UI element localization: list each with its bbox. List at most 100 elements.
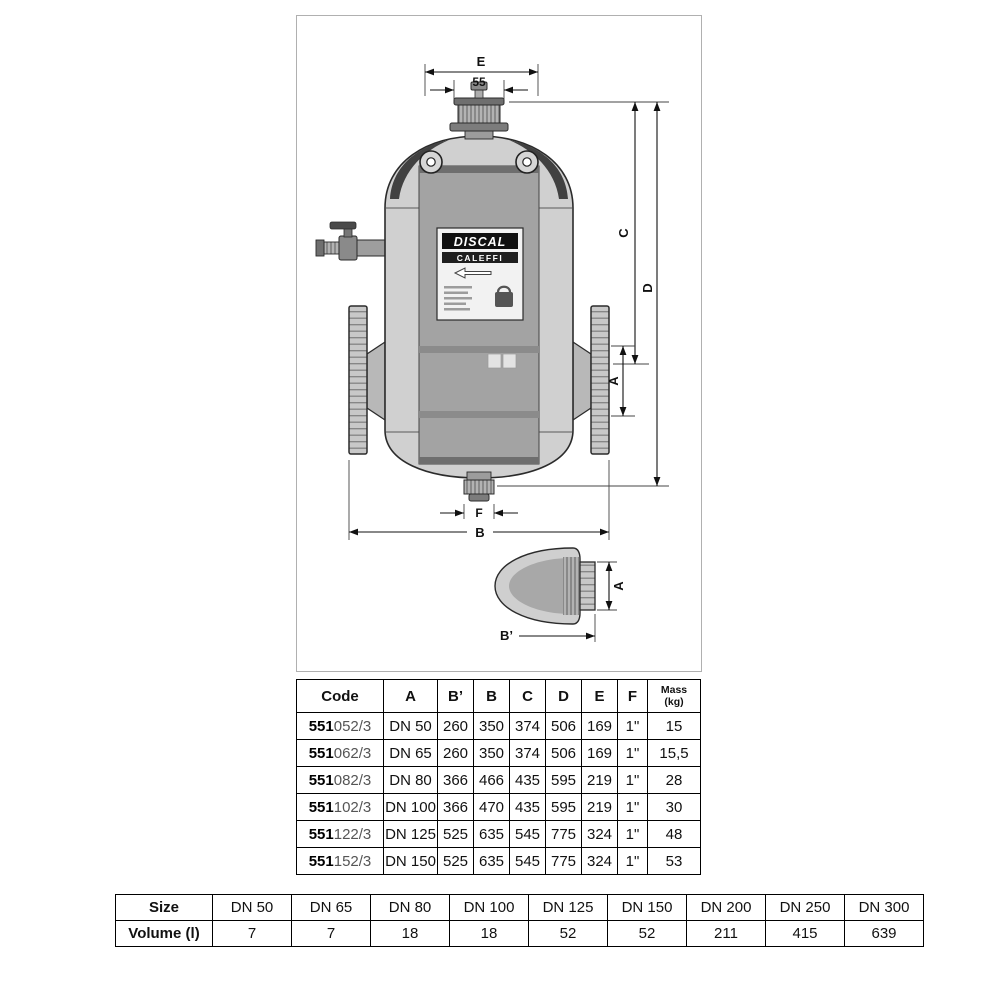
- size-cell: DN 80: [370, 894, 450, 921]
- dim-label-55: 55: [472, 75, 486, 89]
- size-cell: DN 250: [765, 894, 845, 921]
- cell-b: 350: [473, 712, 510, 740]
- cell-e: 219: [581, 766, 618, 794]
- dim-table-row: 551102/3 DN 100 366 470 435 595 219 1" 3…: [296, 793, 701, 821]
- col-header-b: B: [473, 679, 510, 713]
- size-cell: DN 200: [686, 894, 766, 921]
- spec-label-right: [502, 353, 517, 369]
- col-header-b-prime: B’: [437, 679, 474, 713]
- code-suffix: 062/3: [333, 744, 372, 762]
- cell-e: 324: [581, 847, 618, 875]
- cell-a: DN 150: [383, 847, 438, 875]
- code-suffix: 102/3: [333, 798, 372, 816]
- col-header-c: C: [509, 679, 546, 713]
- volume-cell: 52: [607, 920, 687, 947]
- volume-cell: 18: [449, 920, 529, 947]
- shoulder-shade-left: [390, 140, 449, 199]
- technical-drawing-panel: DISCAL CALEFFI: [296, 15, 702, 672]
- col-header-code: Code: [296, 679, 384, 713]
- size-cell: DN 50: [212, 894, 292, 921]
- dim-table-header-row: Code A B’ B C D E F Mass(kg): [296, 679, 701, 713]
- dimension-e: E: [424, 54, 539, 96]
- cell-d: 775: [545, 847, 582, 875]
- cell-e: 324: [581, 820, 618, 848]
- air-vent-valve: [449, 81, 509, 140]
- separator-technical-drawing: DISCAL CALEFFI: [315, 54, 669, 643]
- cell-c: 545: [509, 820, 546, 848]
- dim-label-b-prime: B’: [500, 628, 513, 643]
- cell-f: 1": [617, 766, 648, 794]
- cell-f: 1": [617, 847, 648, 875]
- cell-f: 1": [617, 793, 648, 821]
- volume-cell: 211: [686, 920, 766, 947]
- col-header-e: E: [581, 679, 618, 713]
- dim-label-d: D: [640, 283, 655, 292]
- dimension-55: 55: [430, 75, 528, 100]
- cell-code: 551152/3: [296, 847, 384, 875]
- cell-b: 635: [473, 820, 510, 848]
- name-plate: DISCAL CALEFFI: [436, 227, 524, 321]
- code-suffix: 082/3: [333, 771, 372, 789]
- cell-f: 1": [617, 712, 648, 740]
- cell-d: 506: [545, 712, 582, 740]
- code-prefix: 551: [308, 717, 334, 735]
- cell-b: 470: [473, 793, 510, 821]
- cell-b: 350: [473, 739, 510, 767]
- code-suffix: 052/3: [333, 717, 372, 735]
- cell-mass: 53: [647, 847, 701, 875]
- cell-b-prime: 525: [437, 847, 474, 875]
- cell-b-prime: 366: [437, 793, 474, 821]
- cell-a: DN 50: [383, 712, 438, 740]
- dimension-table: Code A B’ B C D E F Mass(kg) 551052/3 DN…: [296, 679, 701, 875]
- side-valve-assembly: [315, 221, 386, 261]
- cell-e: 169: [581, 712, 618, 740]
- cell-b: 635: [473, 847, 510, 875]
- col-header-d: D: [545, 679, 582, 713]
- code-prefix: 551: [308, 798, 334, 816]
- code-prefix: 551: [308, 771, 334, 789]
- dimension-b-prime-detail: B’: [500, 614, 596, 643]
- volume-cell: 415: [765, 920, 845, 947]
- col-header-mass: Mass(kg): [647, 679, 701, 713]
- cell-f: 1": [617, 820, 648, 848]
- cell-e: 169: [581, 739, 618, 767]
- padlock-icon: [495, 285, 513, 307]
- cell-c: 374: [509, 712, 546, 740]
- cell-c: 374: [509, 739, 546, 767]
- cell-b-prime: 366: [437, 766, 474, 794]
- brand-label: DISCAL: [454, 235, 507, 249]
- cell-a: DN 65: [383, 739, 438, 767]
- dim-label-c: C: [616, 228, 631, 238]
- size-row-label: Size: [115, 894, 213, 921]
- size-cell: DN 125: [528, 894, 608, 921]
- valve-handle: [329, 221, 357, 230]
- code-prefix: 551: [308, 744, 334, 762]
- cell-d: 506: [545, 739, 582, 767]
- cell-f: 1": [617, 739, 648, 767]
- dim-label-f: F: [475, 506, 482, 520]
- end-view-detail: A B’: [494, 547, 626, 643]
- cell-code: 551102/3: [296, 793, 384, 821]
- size-cell: DN 150: [607, 894, 687, 921]
- volume-table: Size DN 50 DN 65 DN 80 DN 100 DN 125 DN …: [115, 894, 924, 947]
- flow-direction-icon: [453, 267, 492, 279]
- cell-code: 551122/3: [296, 820, 384, 848]
- cell-c: 435: [509, 793, 546, 821]
- volume-table-volume-row: Volume (l) 7 7 18 18 52 52 211 415 639: [115, 920, 924, 947]
- left-flange-connection: [348, 305, 386, 455]
- cell-d: 595: [545, 793, 582, 821]
- dim-table-row: 551082/3 DN 80 366 466 435 595 219 1" 28: [296, 766, 701, 794]
- lifting-eye-left: [419, 150, 443, 174]
- cell-mass: 30: [647, 793, 701, 821]
- spec-label-left: [487, 353, 502, 369]
- volume-cell: 7: [212, 920, 292, 947]
- volume-table-size-row: Size DN 50 DN 65 DN 80 DN 100 DN 125 DN …: [115, 894, 924, 921]
- bottom-drain: [463, 471, 495, 502]
- cell-e: 219: [581, 793, 618, 821]
- cell-mass: 48: [647, 820, 701, 848]
- volume-cell: 18: [370, 920, 450, 947]
- volume-row-label: Volume (l): [115, 920, 213, 947]
- cell-d: 775: [545, 820, 582, 848]
- size-cell: DN 300: [844, 894, 924, 921]
- size-cell: DN 65: [291, 894, 371, 921]
